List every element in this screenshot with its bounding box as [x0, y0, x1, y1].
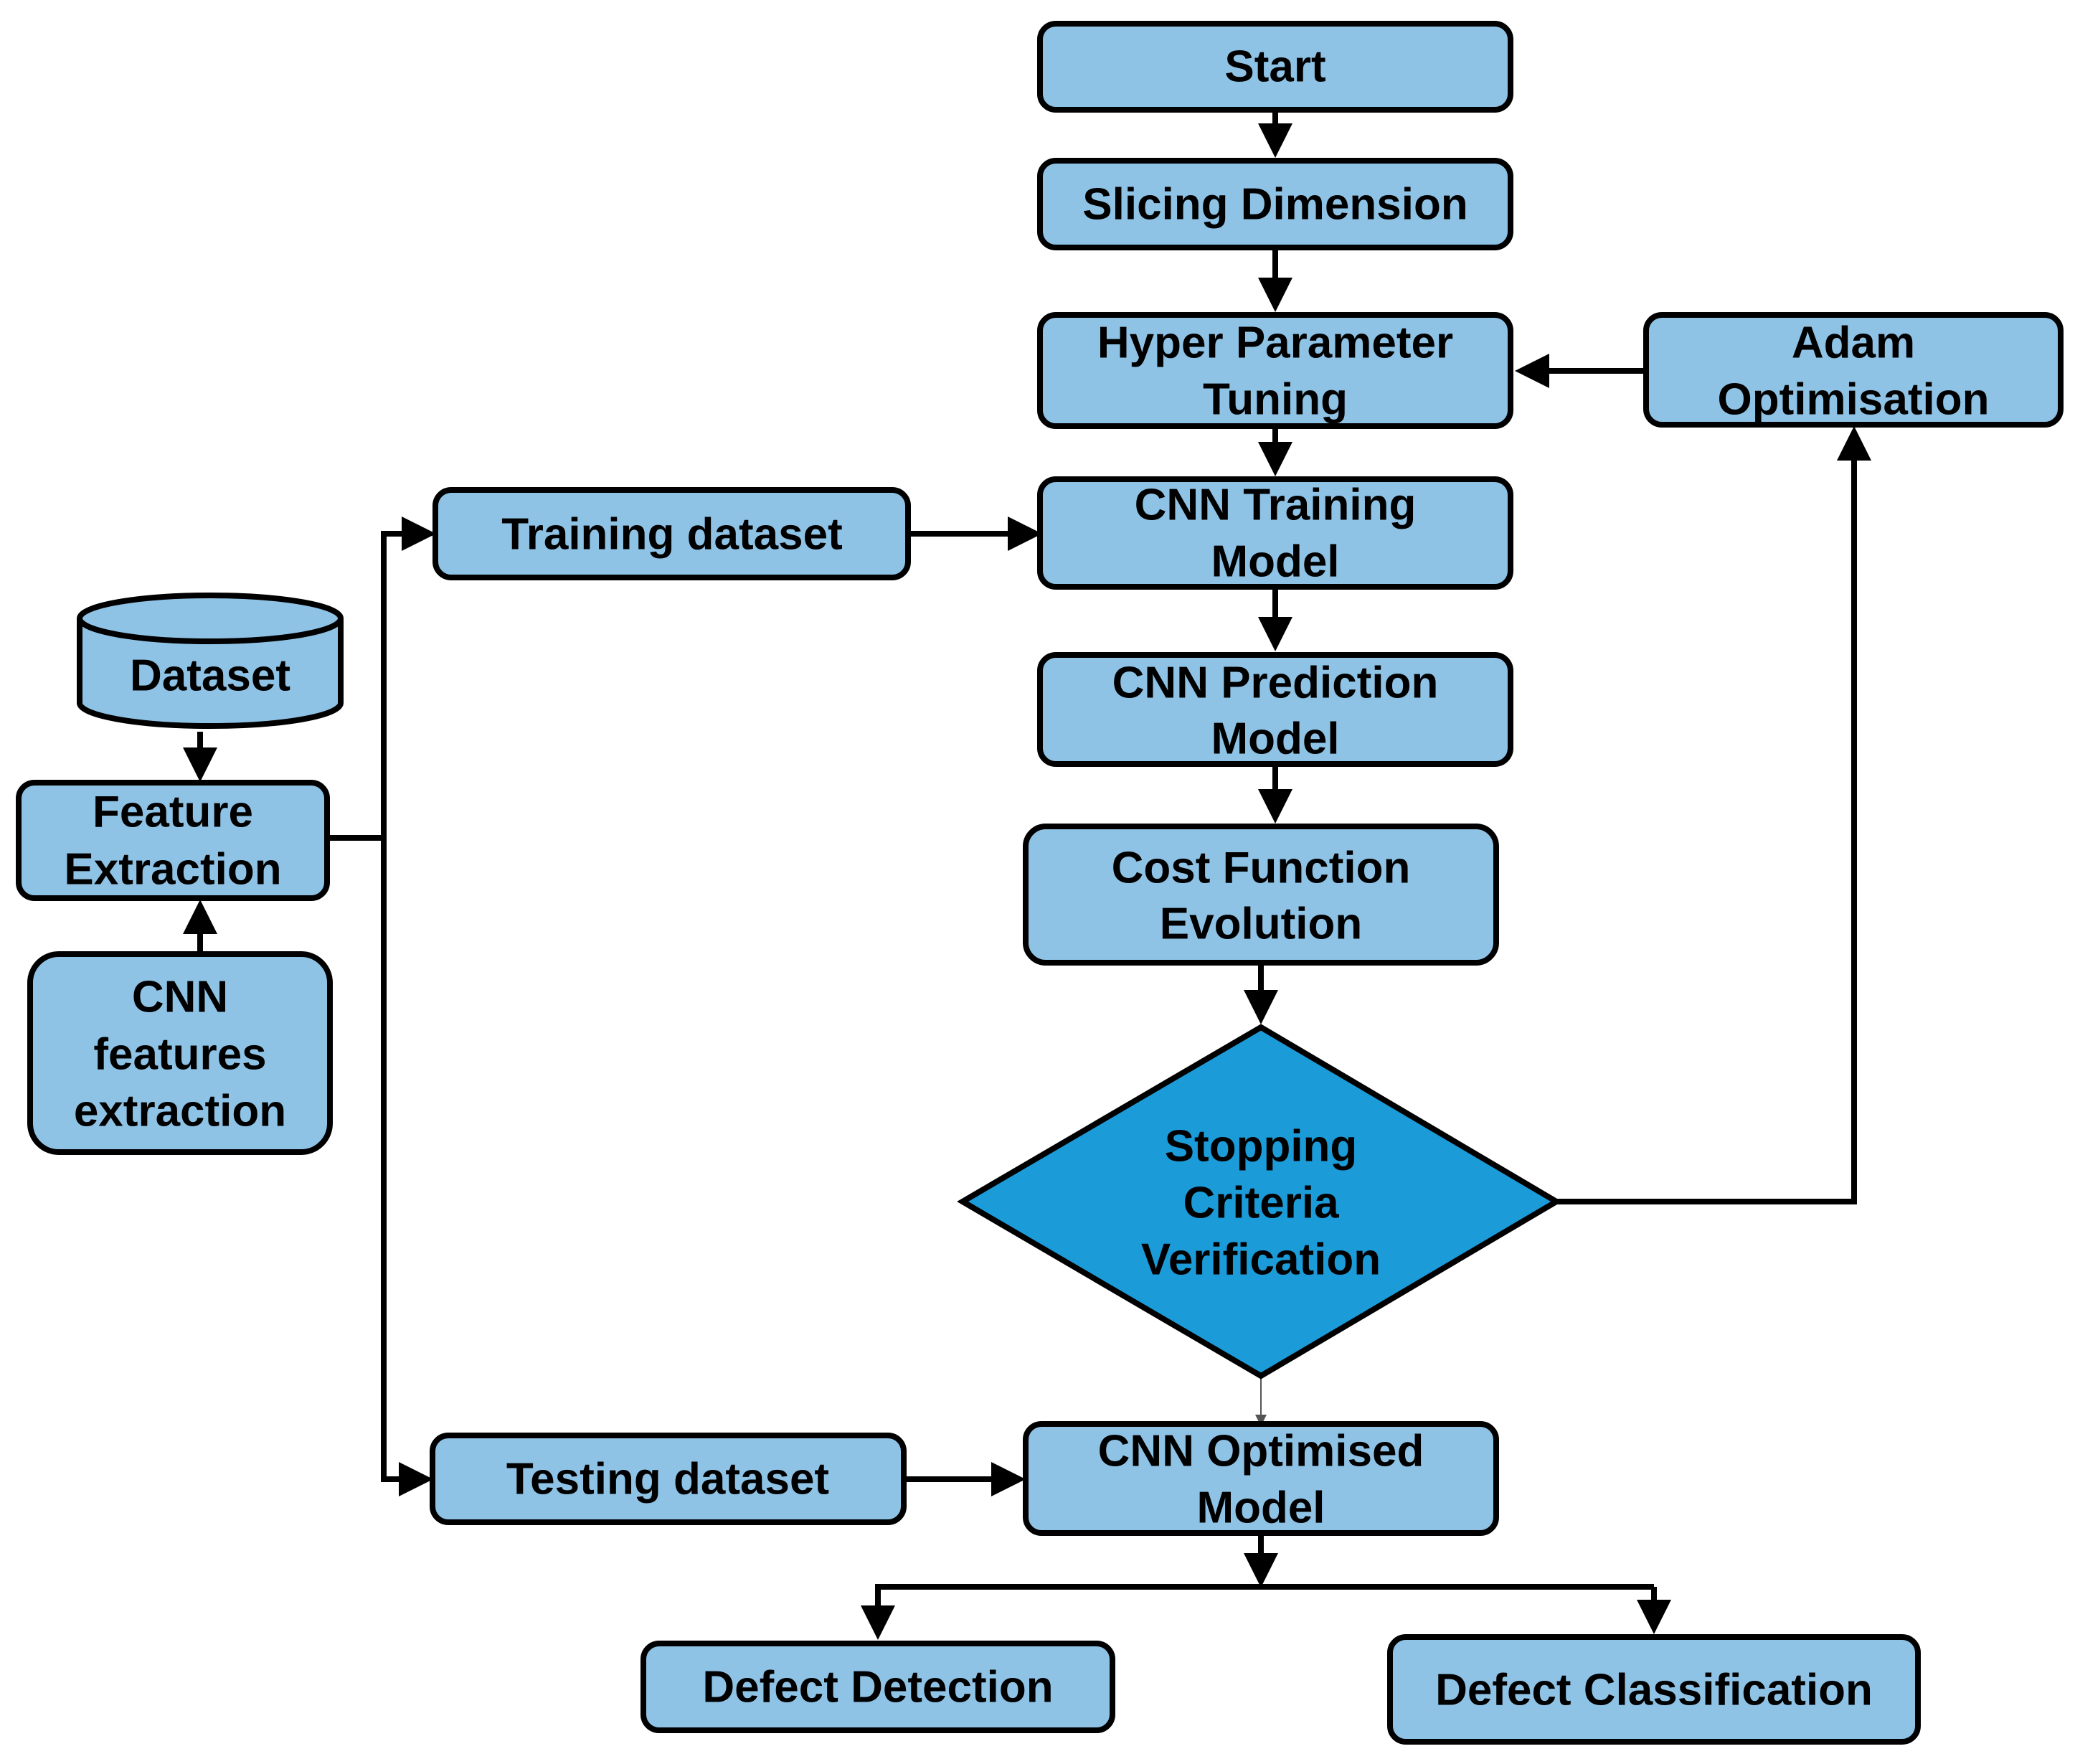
testing-dataset-box [430, 1433, 907, 1525]
slicing-dimension-node: Slicing Dimension [1037, 158, 1513, 250]
cnn-training-model-node: CNN Training Model [1037, 476, 1513, 590]
stopping-criteria-verification-node: Stopping Criteria Verification [957, 1024, 1562, 1379]
adam-optimisation-label-line1: Adam [1792, 319, 1915, 368]
cnn-prediction-model-node: CNN Prediction Model [1037, 652, 1513, 767]
slicing-dimension-label: Slicing Dimension [1082, 180, 1467, 230]
cnn-prediction-model-box [1037, 652, 1513, 767]
start-label: Start [1224, 42, 1325, 92]
cost-function-evolution-label-line2: Evolution [1160, 900, 1362, 949]
cnn-features-extraction-label-line2: features [93, 1030, 266, 1080]
dataset-node: Dataset [77, 593, 344, 729]
cnn-prediction-model-label-line2: Model [1211, 714, 1339, 764]
cnn-training-model-label-line2: Model [1211, 537, 1339, 587]
edge-stopping-to-adam [1556, 426, 1871, 1204]
feature-extraction-label-line1: Feature [93, 788, 253, 837]
cnn-optimised-model-node: CNN Optimised Model [1023, 1421, 1499, 1536]
adam-optimisation-box [1643, 312, 2064, 428]
hyper-parameter-tuning-box [1037, 312, 1513, 429]
training-dataset-box [433, 487, 911, 580]
cnn-training-model-label-line1: CNN Training [1135, 481, 1417, 530]
cnn-features-extraction-node: CNN features extraction [27, 951, 333, 1155]
testing-dataset-node: Testing dataset [430, 1433, 907, 1525]
feature-extraction-node: Feature Extraction [16, 780, 330, 901]
cnn-features-extraction-label-line3: extraction [74, 1087, 286, 1136]
stopping-criteria-verification-diamond [957, 1024, 1562, 1379]
edge-branch-to-testing [381, 838, 433, 1496]
edge-stopping-to-optimised-head [1255, 1415, 1267, 1426]
dataset-cylinder-body [77, 618, 344, 729]
defect-classification-node: Defect Classification [1387, 1634, 1921, 1745]
start-box [1037, 21, 1513, 113]
cnn-training-model-box [1037, 476, 1513, 590]
feature-extraction-label-line2: Extraction [64, 845, 281, 895]
cost-function-evolution-node: Cost Function Evolution [1023, 824, 1499, 966]
edges [183, 111, 1871, 1640]
training-dataset-label: Training dataset [501, 510, 842, 560]
dataset-cylinder-top [77, 593, 344, 644]
cost-function-evolution-label-line1: Cost Function [1112, 844, 1411, 893]
cnn-optimised-model-label-line2: Model [1196, 1484, 1325, 1533]
defect-detection-label: Defect Detection [702, 1663, 1053, 1712]
hyper-parameter-tuning-label-line2: Tuning [1203, 375, 1348, 425]
defect-classification-box [1387, 1634, 1921, 1745]
cnn-features-extraction-label-line1: CNN [132, 973, 228, 1022]
defect-classification-label: Defect Classification [1435, 1666, 1873, 1715]
edge-split-to-detection [861, 1584, 1654, 1640]
training-dataset-node: Training dataset [433, 487, 911, 580]
slicing-dimension-box [1037, 158, 1513, 250]
edge-branch-to-training [381, 517, 436, 838]
stopping-criteria-verification-label-line2: Criteria [1183, 1179, 1339, 1228]
defect-detection-box [641, 1641, 1115, 1733]
adam-optimisation-label-line2: Optimisation [1718, 375, 1990, 425]
feature-extraction-box [16, 780, 330, 901]
cnn-prediction-model-label-line1: CNN Prediction [1112, 659, 1439, 708]
cost-function-evolution-box [1023, 824, 1499, 966]
testing-dataset-label: Testing dataset [506, 1455, 829, 1504]
cnn-optimised-model-box [1023, 1421, 1499, 1536]
stopping-criteria-verification-label-line3: Verification [1141, 1235, 1381, 1285]
start-node: Start [1037, 21, 1513, 113]
hyper-parameter-tuning-label-line1: Hyper Parameter [1097, 319, 1453, 368]
adam-optimisation-node: Adam Optimisation [1643, 312, 2064, 428]
dataset-label: Dataset [130, 651, 290, 701]
cnn-optimised-model-label-line1: CNN Optimised [1098, 1427, 1424, 1476]
stopping-criteria-verification-label-line1: Stopping [1165, 1122, 1358, 1171]
defect-detection-node: Defect Detection [641, 1641, 1115, 1733]
hyper-parameter-tuning-node: Hyper Parameter Tuning [1037, 312, 1513, 429]
cnn-features-extraction-box [27, 951, 333, 1155]
